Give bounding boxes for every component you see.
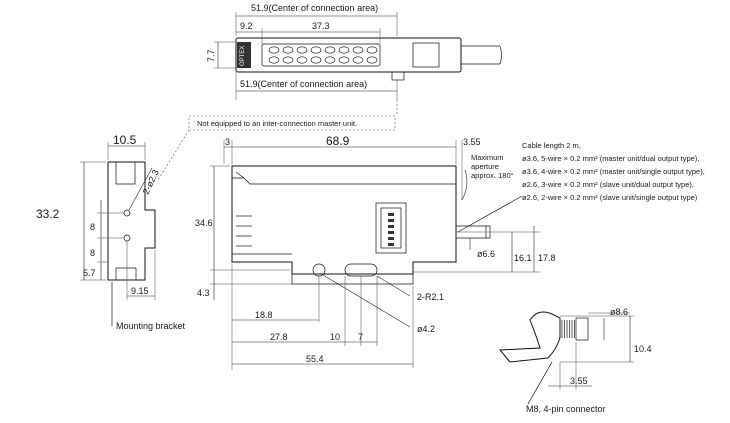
dim-main-16-1: 16.1 <box>514 253 532 263</box>
top-view-cable <box>461 45 500 65</box>
top-view-button <box>310 56 322 64</box>
dim-main-4-3: 4.3 <box>197 288 210 298</box>
side-view: 3 68.9 3.55 Maximum aperture approx. 180… <box>195 134 556 370</box>
cable-note-0: Cable length 2 m, <box>522 141 581 150</box>
dim-bracket-5-7: 5.7 <box>83 268 96 278</box>
top-view-button <box>268 56 280 64</box>
not-equipped-note: Not equipped to an inter-connection mast… <box>197 119 357 128</box>
brand-plate <box>237 42 251 68</box>
top-view-button <box>310 46 322 54</box>
cable-note-1: ø3.6, 5-wire × 0.2 mm² (master unit/dual… <box>522 154 699 163</box>
dim-main-d4-2: ø4.2 <box>417 324 435 334</box>
dim-conn-d8-6: ø8.6 <box>610 307 628 317</box>
dim-top-51-9-lower: 51.9(Center of connection area) <box>240 79 367 89</box>
dim-bracket-8-upper: 8 <box>90 222 95 232</box>
top-view-button <box>296 56 308 64</box>
top-view-button <box>366 46 378 54</box>
aperture-line2: aperture <box>471 162 499 171</box>
top-view-button <box>338 46 350 54</box>
dim-main-17-8: 17.8 <box>538 253 556 263</box>
dim-top-7-7: 7.7 <box>206 49 216 62</box>
socket-pin <box>388 237 394 240</box>
top-view-button <box>324 46 336 54</box>
top-view-connector <box>391 71 405 81</box>
top-view-buttons <box>261 43 381 67</box>
dim-top-9-2: 9.2 <box>240 21 253 31</box>
side-view-ribs <box>236 215 252 247</box>
dim-bracket-33-2: 33.2 <box>36 207 60 221</box>
top-view-button <box>282 46 294 54</box>
socket-pin <box>388 219 394 222</box>
socket-pin <box>388 231 394 234</box>
dim-main-55-4: 55.4 <box>306 354 324 364</box>
m8-connector-label: M8, 4-pin connector <box>526 404 606 414</box>
dim-bracket-8-lower: 8 <box>90 248 95 258</box>
top-view: OPTEX 51.9(Center of connection area) 9.… <box>206 3 502 100</box>
socket-pin <box>388 243 394 246</box>
top-view-button <box>324 56 336 64</box>
top-view-button <box>268 46 280 54</box>
dim-main-d6-6: ø6.6 <box>477 249 495 259</box>
dim-main-10: 10 <box>330 332 340 342</box>
dim-bracket-10-5: 10.5 <box>113 133 137 147</box>
top-view-button <box>352 46 364 54</box>
dim-main-27-8: 27.8 <box>270 332 288 342</box>
brand-text: OPTEX <box>240 46 246 66</box>
bracket-body <box>107 161 156 281</box>
dim-main-3: 3 <box>225 137 230 147</box>
dim-main-2-r2-1: 2-R2.1 <box>417 292 444 302</box>
mounting-bracket-label: Mounting bracket <box>116 321 186 331</box>
top-view-button <box>338 56 350 64</box>
dim-main-3-55: 3.55 <box>463 137 481 147</box>
socket-pin <box>388 213 394 216</box>
mounting-bracket-view: 10.5 33.2 2-ø2.3 8 8 5.7 9.15 Mounting b… <box>36 133 186 331</box>
top-view-button <box>352 56 364 64</box>
dim-top-37-3: 37.3 <box>312 21 330 31</box>
cable-note-3: ø2.6, 3-wire × 0.2 mm² (slave unit/dual … <box>522 180 694 189</box>
top-view-button <box>282 56 294 64</box>
top-view-button <box>366 56 378 64</box>
m8-connector-view: ø8.6 10.4 3.55 M8, 4-pin connector <box>498 307 652 414</box>
dim-main-18-8: 18.8 <box>255 310 273 320</box>
m8-connector-tip <box>575 317 589 341</box>
m8-connector-body <box>498 311 561 363</box>
dim-main-68-9: 68.9 <box>326 134 350 148</box>
top-view-window <box>412 42 440 68</box>
dim-main-34-6: 34.6 <box>195 218 213 228</box>
cable-note-2: ø3.6, 4-wire × 0.2 mm² (master unit/sing… <box>522 167 705 176</box>
dim-main-7: 7 <box>358 332 363 342</box>
dim-top-51-9-upper: 51.9(Center of connection area) <box>251 3 378 13</box>
aperture-line3: approx. 180° <box>471 171 514 180</box>
dim-bracket-9-15: 9.15 <box>131 286 149 296</box>
socket-pin <box>388 225 394 228</box>
side-view-body <box>231 165 457 275</box>
interconnection-note: Not equipped to an inter-connection mast… <box>157 100 398 181</box>
dim-conn-3-55: 3.55 <box>570 376 588 386</box>
cable-note-4: ø2.6, 2-wire × 0.2 mm² (slave unit/singl… <box>522 193 698 202</box>
side-view-socket <box>375 202 407 254</box>
dim-conn-10-4: 10.4 <box>634 344 652 354</box>
aperture-line1: Maximum <box>471 153 504 162</box>
top-view-button <box>296 46 308 54</box>
cable-notes: Cable length 2 m, ø3.6, 5-wire × 0.2 mm²… <box>457 141 705 233</box>
